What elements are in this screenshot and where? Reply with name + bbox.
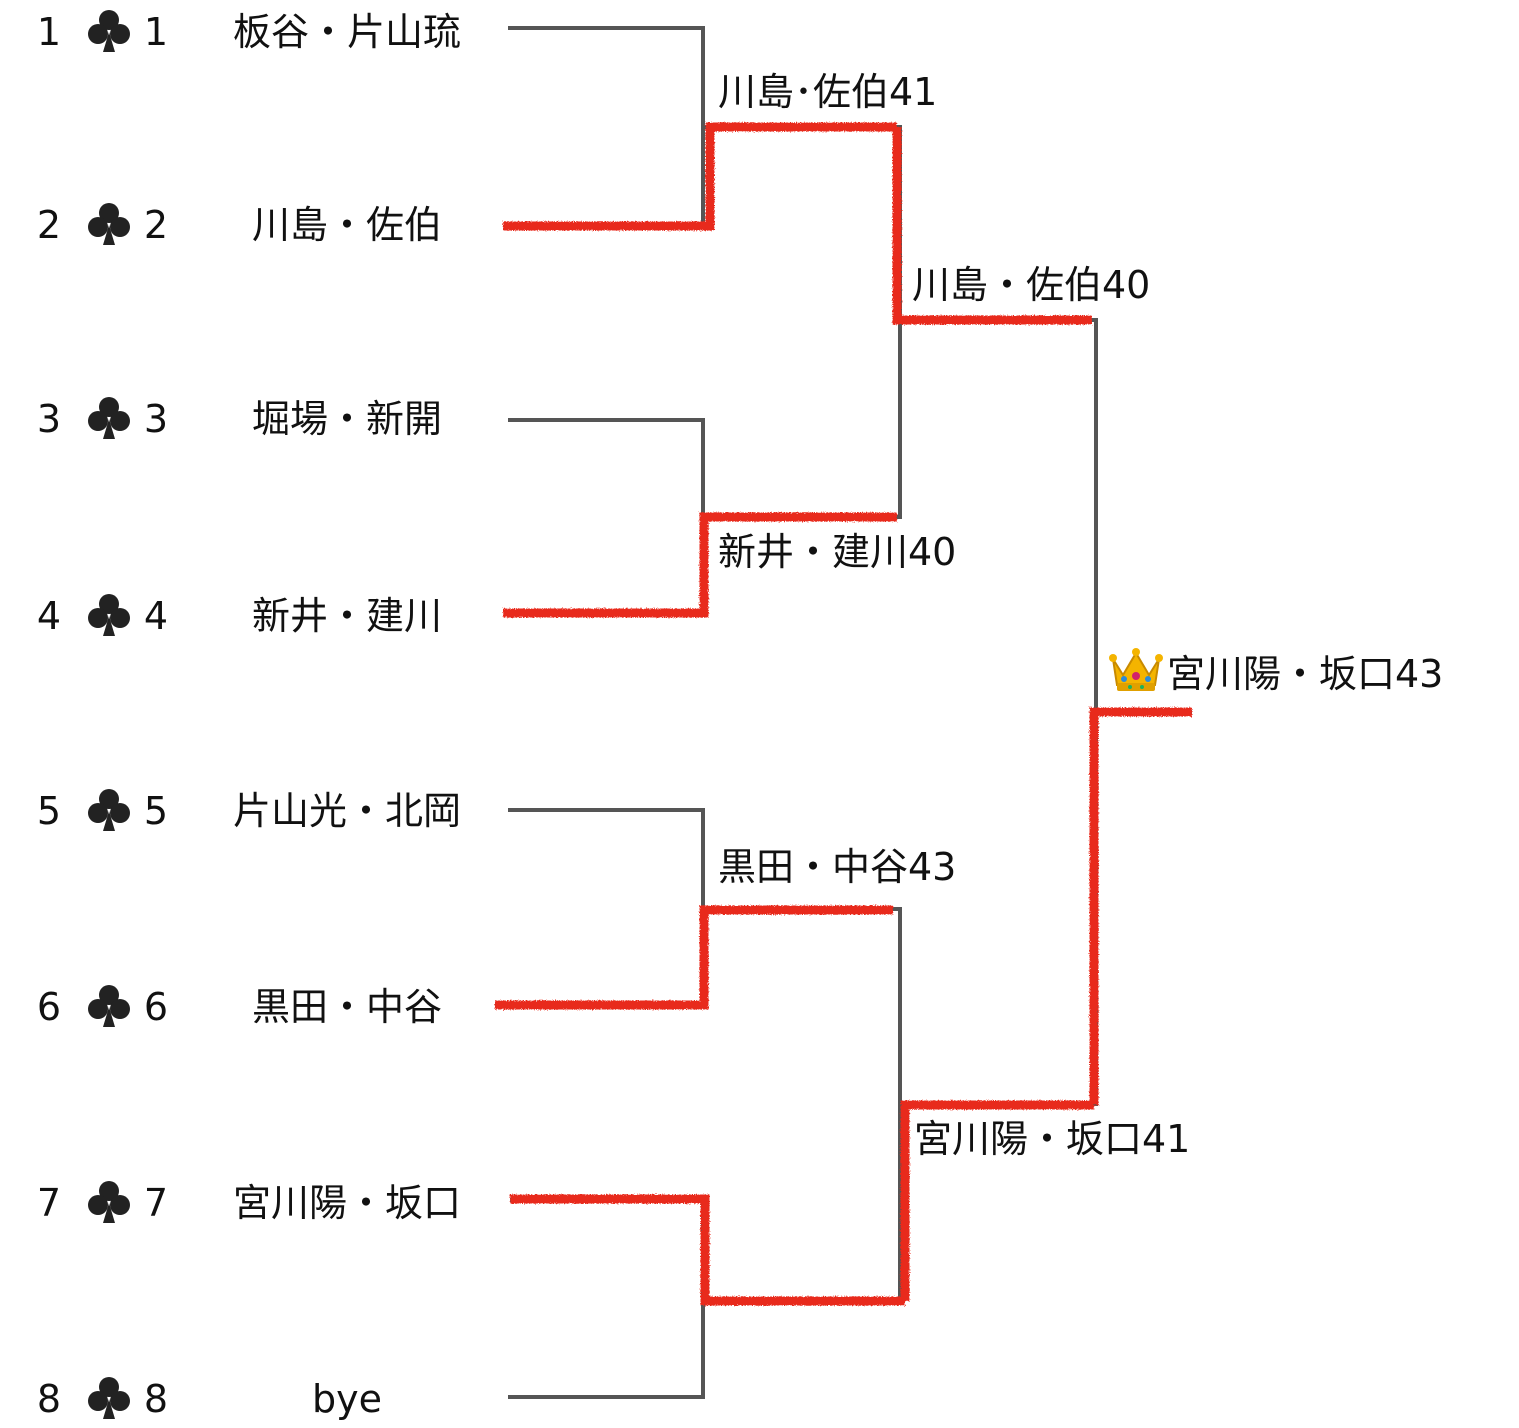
- entry-name: 新井・建川: [251, 594, 442, 638]
- champion-text: 宮川陽・坂口43: [1167, 651, 1444, 696]
- winner-path-r1m4: [510, 1194, 905, 1306]
- entry-name: 宮川陽・坂口: [232, 1181, 461, 1225]
- entry-seed: 7: [36, 1181, 62, 1225]
- entry-club-seed: 1: [143, 10, 169, 54]
- club-suit-icon: [88, 592, 130, 638]
- round1-result: 黒田・中谷43: [718, 845, 957, 889]
- crown-icon: [1109, 645, 1163, 702]
- club-suit-icon: [88, 1179, 130, 1225]
- entry-seed: 2: [36, 203, 62, 247]
- entry-seed: 3: [36, 397, 62, 441]
- bracket-line-r2m1: [705, 125, 902, 519]
- champion-label: 宮川陽・坂口43: [1109, 645, 1443, 702]
- bracket-line-r1m4: [508, 1198, 705, 1399]
- club-suit-icon: [88, 395, 130, 441]
- winner-path-r1m3: [495, 905, 893, 1010]
- entry-name: 板谷・片山琉: [232, 10, 461, 54]
- entry-name: 堀場・新開: [251, 397, 442, 441]
- round1-result: 新井・建川40: [718, 530, 957, 574]
- round2-result: 川島・佐伯40: [912, 263, 1151, 307]
- entry-club-seed: 6: [143, 985, 169, 1029]
- entry-club-seed: 5: [143, 789, 169, 833]
- entry-name: 黒田・中谷: [251, 985, 442, 1029]
- bracket-line-r1m3: [495, 808, 705, 1007]
- entry-club-seed: 4: [143, 594, 169, 638]
- entry-seed: 1: [36, 10, 62, 54]
- winner-path-r2m2: [900, 1100, 1094, 1301]
- winner-path-final: [1089, 707, 1192, 1105]
- entry-seed: 4: [36, 594, 62, 638]
- entry-seed: 8: [36, 1377, 62, 1421]
- winner-paths: [495, 122, 1192, 1306]
- entry-seed: 6: [36, 985, 62, 1029]
- bracket-line-final: [900, 318, 1098, 1106]
- club-suit-icon: [88, 201, 130, 247]
- entry-club-seed: 7: [143, 1181, 169, 1225]
- round1-result: 川島･佐伯41: [718, 70, 938, 114]
- club-suit-icon: [88, 983, 130, 1029]
- club-suit-icon: [88, 8, 130, 54]
- entry-seed: 5: [36, 789, 62, 833]
- winner-path-r1m2: [503, 512, 897, 618]
- entry-club-seed: 2: [143, 203, 169, 247]
- bracket-gray-lines: [495, 26, 1192, 1399]
- winner-path-r1m1: [503, 122, 897, 231]
- entry-name: bye: [312, 1377, 382, 1421]
- club-suit-icon: [88, 1375, 130, 1421]
- winner-path-r2m1: [892, 127, 1092, 325]
- round1-result: 宮川陽・坂口41: [914, 1117, 1191, 1161]
- bracket-line-r2m2: [705, 907, 902, 1302]
- entry-name: 川島・佐伯: [251, 203, 442, 247]
- entry-club-seed: 8: [143, 1377, 169, 1421]
- bracket-line-r1m2: [508, 418, 705, 616]
- entry-club-seed: 3: [143, 397, 169, 441]
- entry-name: 片山光・北岡: [232, 789, 461, 833]
- club-suit-icon: [88, 787, 130, 833]
- bracket-line-r1m1: [508, 26, 705, 228]
